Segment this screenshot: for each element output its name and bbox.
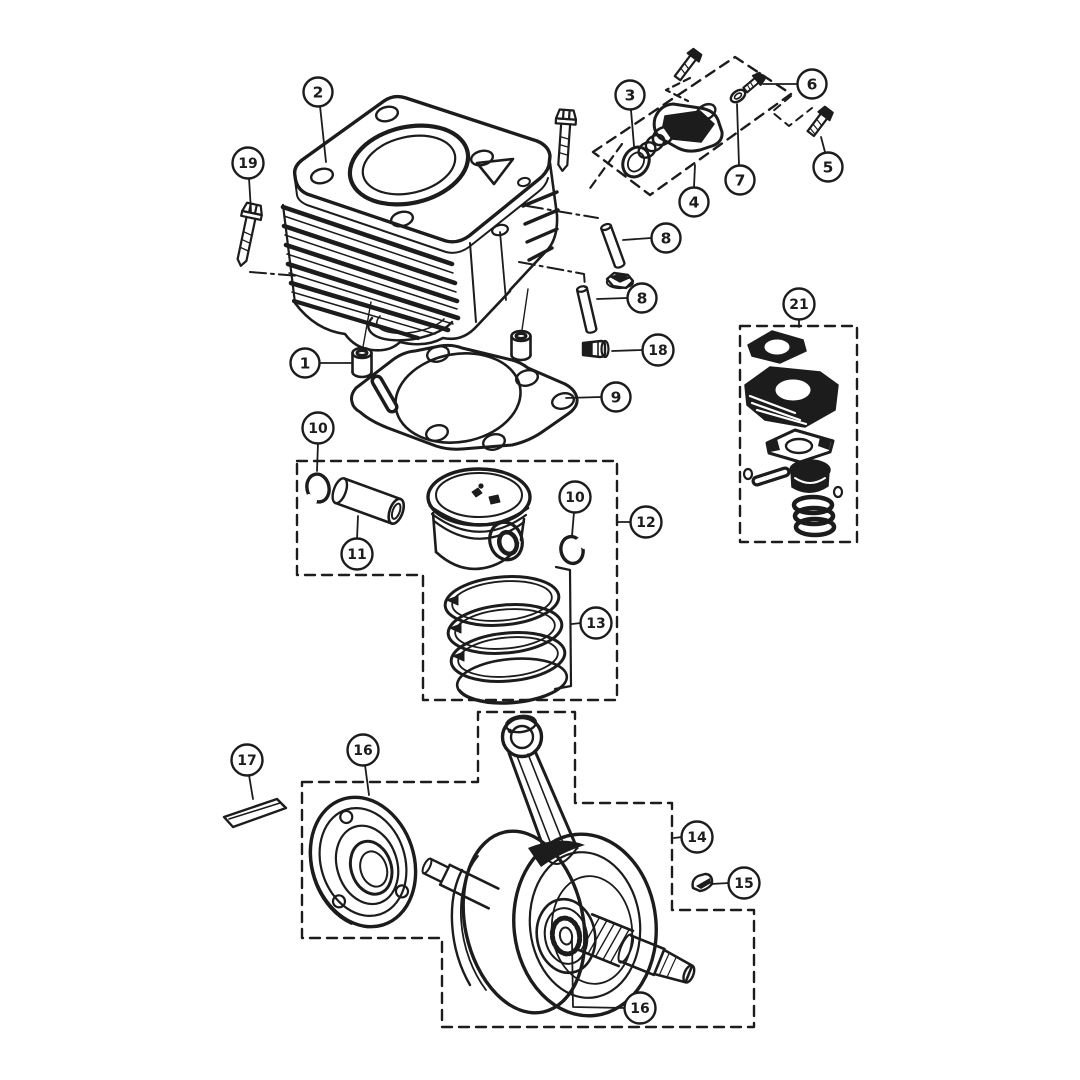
main-bearing-drawing [308,795,418,929]
tensioner-dashed-outline [249,55,813,288]
svg-text:18: 18 [648,343,667,359]
crankshaft-dashed-box [300,710,756,1029]
callout-13: 13 [571,606,613,640]
dowel-pin-upper [600,222,626,269]
callout-21: 21 [782,287,816,328]
svg-text:16: 16 [353,743,372,759]
tensioner-washer [729,88,747,104]
dowel-collar-left [351,301,373,379]
svg-text:10: 10 [308,421,328,437]
callout-10: 10 [558,480,592,537]
callout-6: 6 [762,68,828,100]
callout-14: 14 [673,820,714,854]
kit-inset-parts [742,330,844,538]
callout-3: 3 [614,79,646,147]
svg-text:14: 14 [687,830,707,846]
cylinder-bolt-left [236,201,263,267]
kit-inset-box [738,324,859,544]
piston-circlip-right [559,534,587,566]
tensioner-oring [621,145,651,179]
cylinder-bolt-right [554,108,578,172]
svg-text:10: 10 [565,490,585,506]
callout-8: 8 [622,222,682,254]
callout-1: 1 [289,347,352,379]
svg-text:19: 19 [238,156,257,172]
callout-18: 18 [611,333,675,367]
dowel-collar-right [510,288,532,362]
head-gasket-drawing [350,343,579,451]
callout-11: 11 [340,515,374,571]
flange-nut-lower [581,339,610,359]
cooling-fins [280,203,461,341]
svg-text:9: 9 [611,389,622,407]
piston-kit-dashed-box [295,459,619,702]
svg-text:1: 1 [300,355,311,373]
dowel-pin-lower [575,285,598,334]
tensioner-bolt-small [742,71,766,94]
callout-4: 4 [678,164,710,218]
crankshaft-drawing [421,714,696,1018]
flange-nut-upper [605,271,635,290]
callout-10: 10 [301,411,335,472]
callout-16: 16 [346,733,380,796]
callout-15: 15 [710,866,761,900]
tensioner-mount-bolt [673,47,703,82]
callout-17: 17 [230,743,264,800]
svg-text:3: 3 [625,87,636,105]
svg-text:7: 7 [735,172,746,190]
callout-16: 16 [571,939,657,1025]
svg-text:8: 8 [637,290,648,308]
svg-text:12: 12 [636,515,655,531]
woodruff-key-drawing [691,872,714,893]
svg-text:2: 2 [313,84,324,102]
svg-text:16: 16 [630,1001,649,1017]
rings-bracket [553,565,573,691]
tensioner-body [637,102,724,159]
svg-text:17: 17 [237,753,256,769]
callout-2: 2 [302,76,334,163]
cotter-key-drawing [222,797,288,829]
svg-text:4: 4 [689,194,700,212]
piston-drawing [426,467,532,571]
cylinder-block-drawing [280,94,560,352]
callout-7: 7 [724,103,756,196]
callout-19: 19 [231,146,265,212]
piston-rings-drawing [443,575,569,705]
callout-9: 9 [565,381,632,413]
callout-8: 8 [596,282,658,314]
piston-pin-drawing [331,477,406,525]
svg-text:5: 5 [823,159,834,177]
callout-5: 5 [812,136,844,183]
svg-text:8: 8 [661,230,672,248]
flange-bolt-5 [806,105,834,138]
svg-text:6: 6 [807,76,818,94]
callout-12: 12 [617,505,663,539]
svg-text:11: 11 [347,547,366,563]
piston-circlip-left [305,472,331,504]
svg-text:13: 13 [586,616,605,632]
svg-text:15: 15 [734,876,753,892]
svg-text:21: 21 [789,297,808,313]
